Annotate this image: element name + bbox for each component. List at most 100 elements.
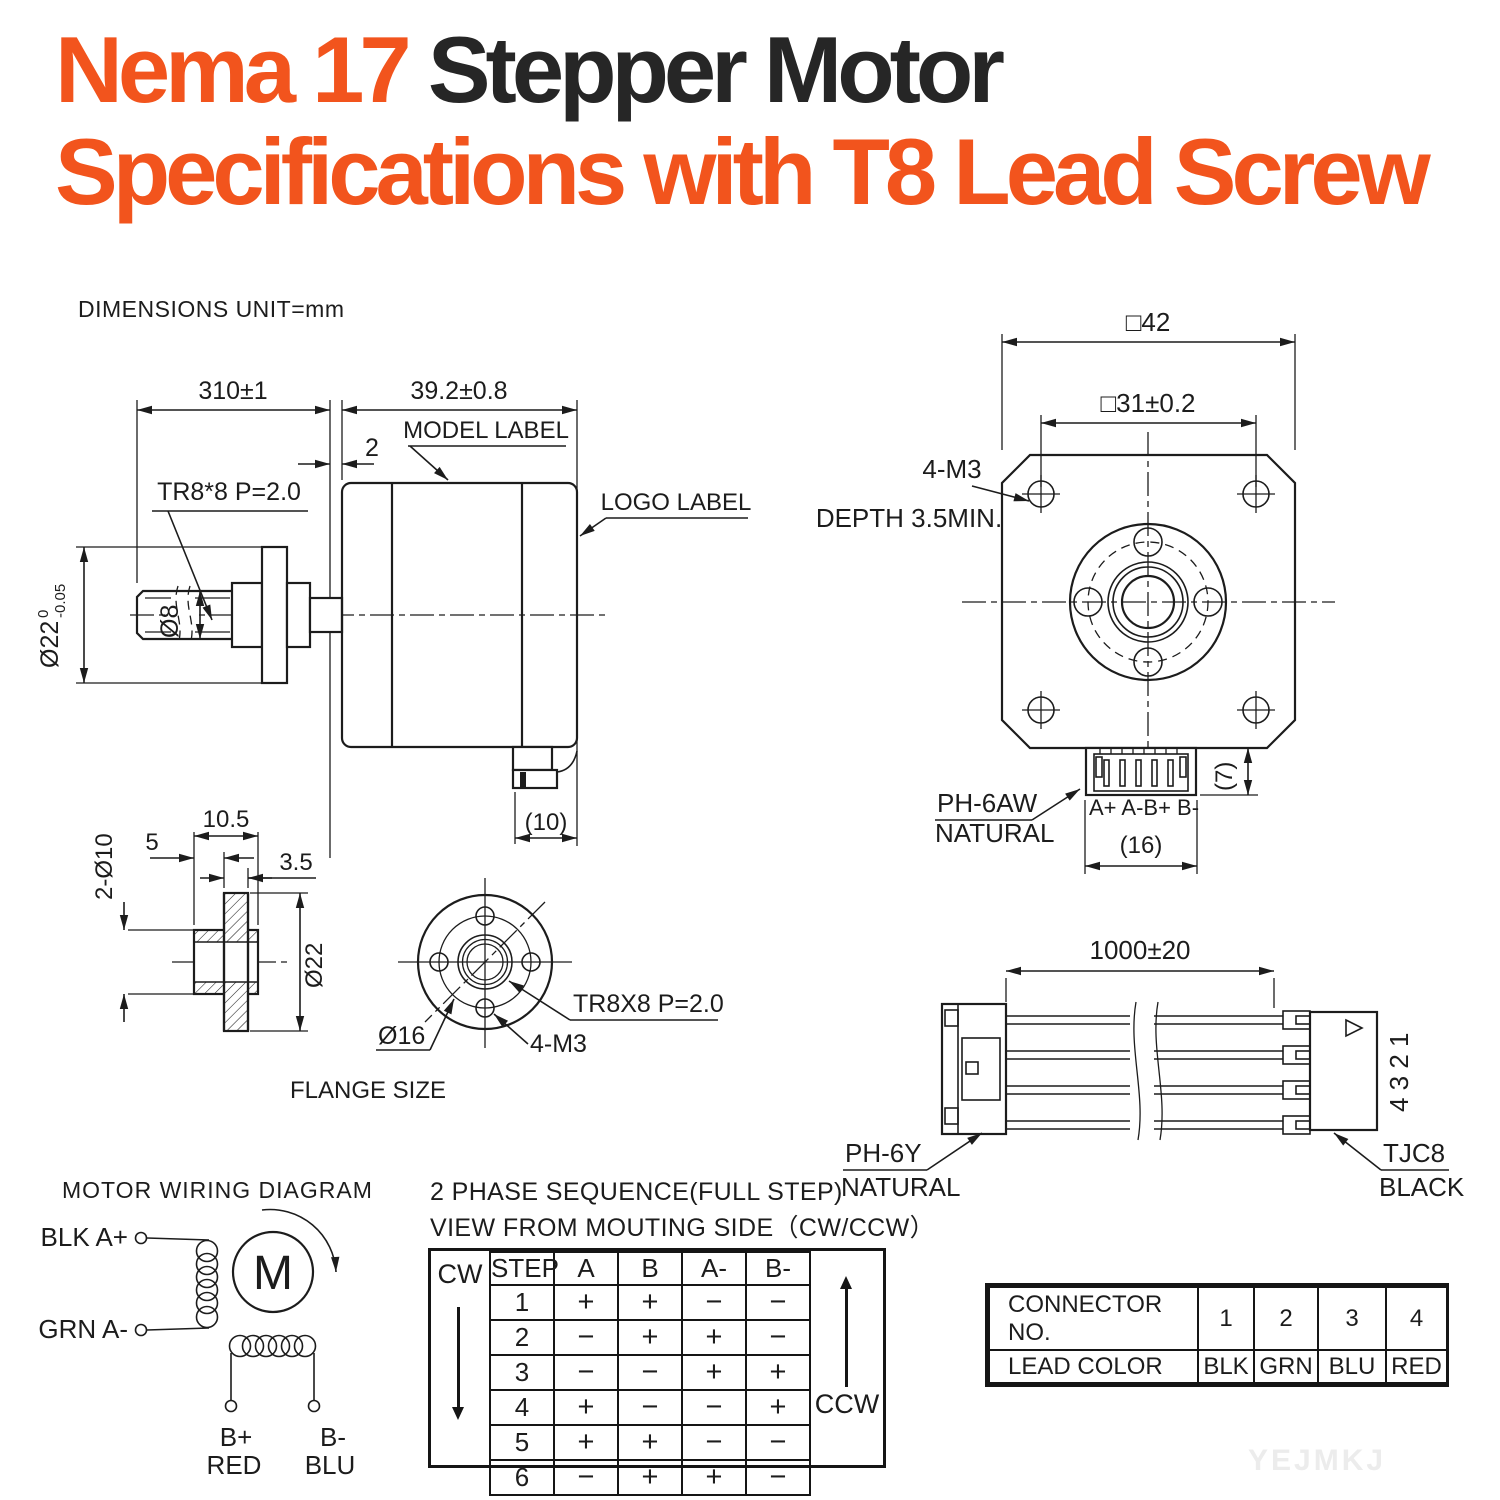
lead-color-cell: BLU xyxy=(1317,1349,1387,1384)
units-note: DIMENSIONS UNIT=mm xyxy=(78,296,345,322)
phase-sequence-table: CW STEP A B A- B- 1 + + − − 2 − + + − 3 … xyxy=(428,1248,886,1496)
dim-flange-total: 10.5 xyxy=(203,806,250,833)
dim-flange-hub: 5 xyxy=(145,829,158,856)
dim-label-offset: 2 xyxy=(365,434,379,462)
dim-flange-disc: 3.5 xyxy=(279,849,312,876)
dim-collar-tol-bottom: -0.05 xyxy=(52,584,69,618)
connector-lead-table: CONNECTOR NO. 1 2 3 4 LEAD COLOR BLK GRN… xyxy=(985,1283,1449,1387)
title-black-part: Stepper Motor xyxy=(406,17,1005,122)
cw-direction-arrow xyxy=(452,1307,464,1420)
phase-grid: STEP A B A- B- 1 + + − − 2 − + + − 3 − −… xyxy=(489,1251,811,1496)
front-view: □42 □31±0.2 4-M3 DEPTH 3.5MIN. xyxy=(816,307,1335,874)
lead-color-cell: RED xyxy=(1385,1349,1448,1384)
phase-table-title-1: 2 PHASE SEQUENCE(FULL STEP) xyxy=(430,1178,843,1206)
step-cell: 3 xyxy=(489,1354,555,1391)
cable-left-label-2: NATURAL xyxy=(841,1172,960,1202)
col-header-b: B xyxy=(617,1251,683,1286)
phase-cell: − xyxy=(617,1354,683,1391)
page-title-line1: Nema 17 Stepper Motor xyxy=(55,17,1005,122)
phase-header-row: STEP A B A- B- xyxy=(489,1251,811,1286)
model-label: MODEL LABEL xyxy=(403,417,569,444)
phase-cell: − xyxy=(553,1319,619,1356)
dim-screw-dia: Ø8 xyxy=(156,605,184,638)
phase-cell: + xyxy=(681,1319,747,1356)
phase-cell: − xyxy=(681,1284,747,1321)
dim-flange-disc-dia: Ø22 xyxy=(301,943,328,988)
dim-flange-bosses: 2-Ø10 xyxy=(91,833,118,900)
page-title-line2: Specifications with T8 Lead Screw xyxy=(55,119,1431,224)
step-cell: 6 xyxy=(489,1459,555,1496)
phase-row: 3 − − + + xyxy=(489,1354,811,1391)
cable-right-label-1: TJC8 xyxy=(1383,1138,1445,1168)
connector-no-cell: 1 xyxy=(1197,1285,1255,1352)
flange-section-view: 10.5 5 3.5 2-Ø10 Ø22 xyxy=(91,806,328,1033)
side-thread-label: TR8*8 P=2.0 xyxy=(157,478,301,506)
dim-collar-tol-top: 0 xyxy=(35,610,52,618)
flange-front-view: TR8X8 P=2.0 Ø16 4-M3 FLANGE SIZE xyxy=(290,878,724,1104)
dim-front-connector-w: (16) xyxy=(1120,832,1163,859)
wiring-a-minus: GRN A- xyxy=(38,1314,128,1344)
wiring-b-plus: B+ xyxy=(220,1422,253,1452)
phase-cell: − xyxy=(745,1319,811,1356)
dim-side-connector: (10) xyxy=(525,809,568,836)
phase-cell: − xyxy=(745,1459,811,1496)
phase-row: 5 + + − − xyxy=(489,1424,811,1461)
cable-left-label-1: PH-6Y xyxy=(845,1138,922,1168)
wiring-title: MOTOR WIRING DIAGRAM xyxy=(62,1177,373,1203)
step-cell: 2 xyxy=(489,1319,555,1356)
phase-table-title-2: VIEW FROM MOUTING SIDE（CW/CCW） xyxy=(430,1214,936,1242)
wiring-a-plus: BLK A+ xyxy=(41,1222,128,1252)
wiring-diagram: MOTOR WIRING DIAGRAM BLK A+ GRN A- M B+ xyxy=(38,1177,373,1480)
flange-holes-label: 4-M3 xyxy=(530,1030,587,1058)
phase-cell: − xyxy=(681,1389,747,1426)
step-cell: 5 xyxy=(489,1424,555,1461)
flange-bolt-circle-dia: Ø16 xyxy=(378,1022,425,1050)
lead-color-header: LEAD COLOR xyxy=(988,1349,1199,1384)
watermark: YEJMKJ xyxy=(1248,1444,1387,1477)
col-header-step: STEP xyxy=(489,1251,559,1286)
dim-cable-length: 1000±20 xyxy=(1089,935,1190,965)
cw-column: CW xyxy=(431,1251,489,1465)
col-header-b-minus: B- xyxy=(745,1251,811,1286)
front-pin-labels: A+ A-B+ B- xyxy=(1089,795,1199,820)
wiring-b-plus-color: RED xyxy=(207,1450,262,1480)
step-cell: 1 xyxy=(489,1284,555,1321)
front-holes-label-1: 4-M3 xyxy=(922,454,981,484)
ccw-direction-arrow xyxy=(840,1276,852,1387)
lead-color-cell: BLK xyxy=(1197,1349,1255,1384)
ccw-label: CCW xyxy=(814,1389,880,1419)
phase-cell: + xyxy=(553,1284,619,1321)
connector-no-row: CONNECTOR NO. 1 2 3 4 xyxy=(988,1285,1448,1352)
side-view: 310±1 39.2±0.8 2 MODEL LABEL LOGO LABEL … xyxy=(35,377,751,858)
logo-label: LOGO LABEL xyxy=(601,489,752,516)
phase-cell: + xyxy=(745,1354,811,1391)
step-cell: 4 xyxy=(489,1389,555,1426)
front-connector-label-2: NATURAL xyxy=(935,818,1054,848)
wiring-motor-letter: M xyxy=(253,1247,293,1300)
phase-cell: − xyxy=(617,1389,683,1426)
front-connector-label-1: PH-6AW xyxy=(937,788,1038,818)
cw-label: CW xyxy=(437,1259,483,1289)
dim-screw-length: 310±1 xyxy=(198,377,267,405)
front-holes-label-2: DEPTH 3.5MIN. xyxy=(816,503,1002,533)
lead-color-cell: GRN xyxy=(1253,1349,1319,1384)
dim-front-connector-h: (7) xyxy=(1211,762,1238,791)
phase-row: 1 + + − − xyxy=(489,1284,811,1321)
wiring-b-minus-color: BLU xyxy=(305,1450,356,1480)
phase-cell: − xyxy=(745,1284,811,1321)
phase-cell: + xyxy=(681,1354,747,1391)
flange-thread-label: TR8X8 P=2.0 xyxy=(573,990,724,1018)
flange-caption: FLANGE SIZE xyxy=(290,1077,446,1104)
connector-no-cell: 2 xyxy=(1253,1285,1319,1352)
lead-color-row: LEAD COLOR BLK GRN BLU RED xyxy=(988,1349,1448,1384)
phase-cell: + xyxy=(617,1284,683,1321)
cable-drawing: 1000±20 4 3 2 1 xyxy=(841,935,1465,1202)
phase-cell: + xyxy=(617,1424,683,1461)
phase-cell: + xyxy=(617,1319,683,1356)
phase-cell: − xyxy=(745,1424,811,1461)
dim-front-body: □42 xyxy=(1126,307,1171,337)
col-header-a-minus: A- xyxy=(681,1251,747,1286)
phase-cell: + xyxy=(745,1389,811,1426)
connector-no-cell: 4 xyxy=(1385,1285,1448,1352)
